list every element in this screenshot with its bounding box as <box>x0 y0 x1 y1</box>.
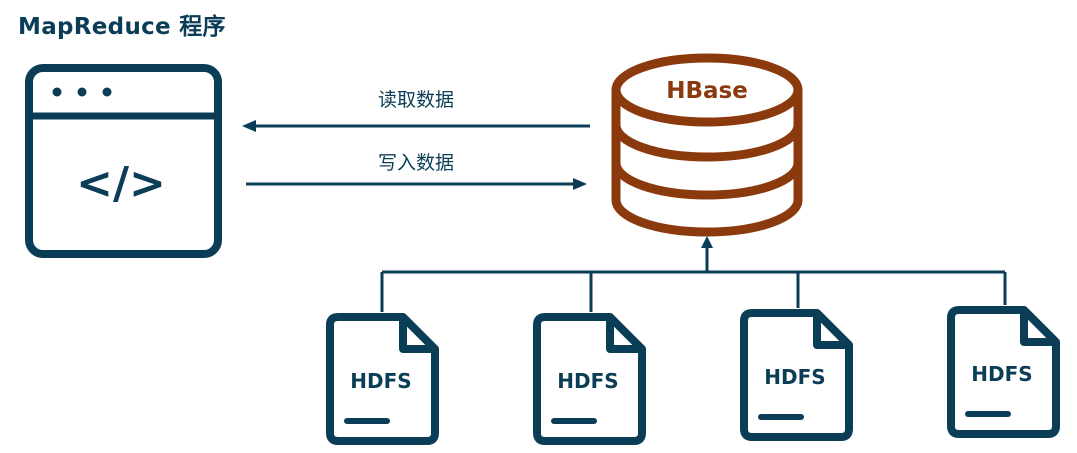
window-dot-icon <box>77 87 87 97</box>
database-label: HBase <box>666 78 748 104</box>
window-dot-icon <box>52 87 62 97</box>
read-arrow-label: 读取数据 <box>378 89 455 111</box>
write-arrow <box>246 178 587 190</box>
window-dot-icon <box>102 87 112 97</box>
hdfs-file-icon <box>326 313 439 445</box>
hdfs-file-icon <box>533 313 646 445</box>
hdfs-file-label: HDFS <box>350 369 412 393</box>
hdfs-file-label: HDFS <box>557 369 619 393</box>
write-arrow-label: 写入数据 <box>378 152 455 174</box>
hdfs-file-icon <box>740 309 853 441</box>
hdfs-connector-lines <box>380 244 1007 312</box>
program-window-icon <box>25 64 222 258</box>
connector-arrowhead <box>701 236 713 248</box>
database-icon <box>611 53 803 237</box>
hdfs-file-label: HDFS <box>764 365 826 389</box>
hdfs-file-icon <box>947 306 1060 438</box>
diagram-title: MapReduce 程序 <box>18 14 226 40</box>
hdfs-file-label: HDFS <box>971 362 1033 386</box>
read-arrow <box>242 120 590 132</box>
code-icon: </> <box>76 158 166 209</box>
